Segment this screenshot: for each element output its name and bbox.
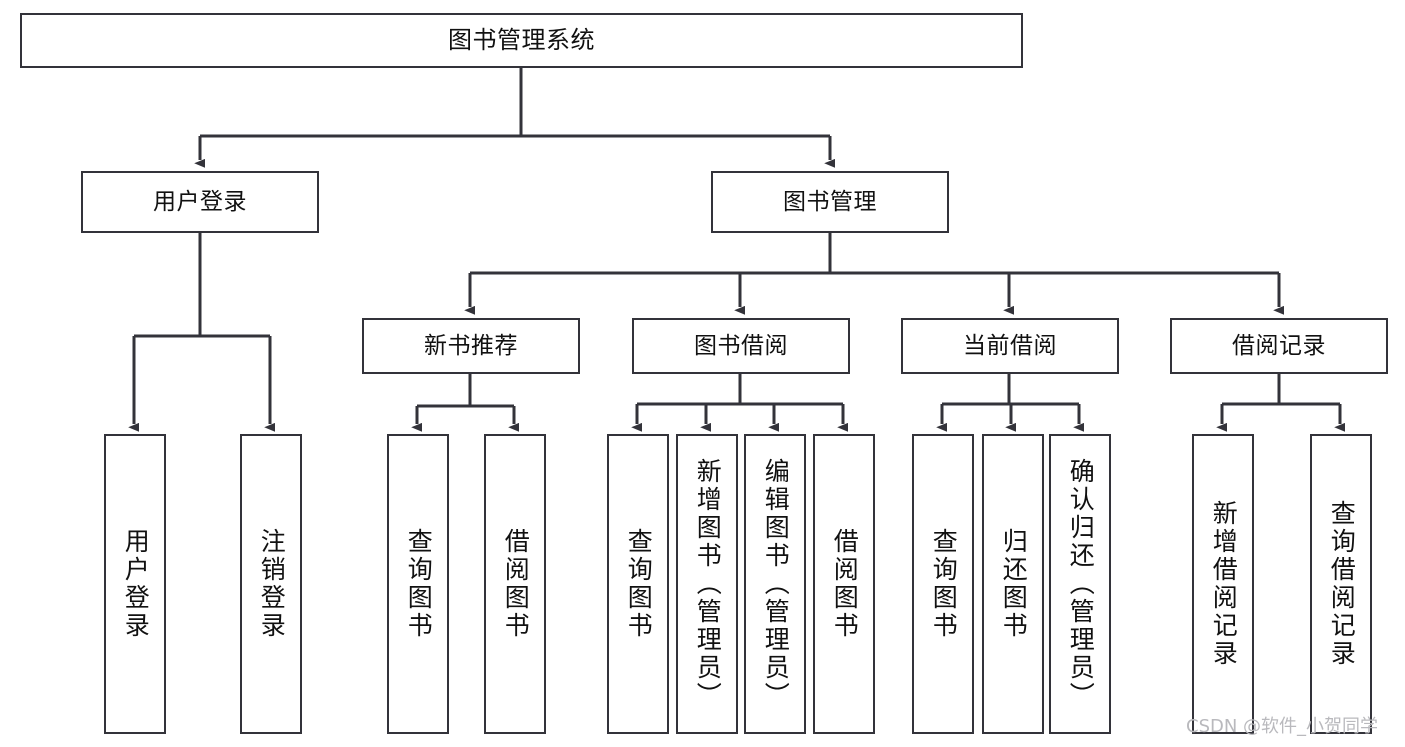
node-book-manage[interactable]: 图书管理 (711, 171, 949, 233)
node-leaf-add-record-label: 新增借阅记录 (1209, 500, 1239, 668)
node-leaf-add-book-label: 新增图书（管理员） (693, 458, 723, 710)
node-user-login-label: 用户登录 (153, 188, 247, 215)
node-leaf-query-book-3[interactable]: 查询图书 (912, 434, 974, 734)
node-leaf-confirm-return[interactable]: 确认归还（管理员） (1049, 434, 1111, 734)
node-leaf-query-book-3-label: 查询图书 (929, 528, 959, 640)
node-leaf-query-book-1-label: 查询图书 (404, 528, 434, 640)
node-current-borrow[interactable]: 当前借阅 (901, 318, 1119, 374)
node-new-book-rec-label: 新书推荐 (424, 332, 518, 359)
node-leaf-query-book-1[interactable]: 查询图书 (387, 434, 449, 734)
node-leaf-user-login-label: 用户登录 (121, 528, 151, 640)
node-leaf-query-book-2-label: 查询图书 (624, 528, 654, 640)
node-leaf-confirm-return-label: 确认归还（管理员） (1066, 458, 1096, 710)
node-leaf-return-book-label: 归还图书 (999, 528, 1029, 640)
node-leaf-add-record[interactable]: 新增借阅记录 (1192, 434, 1254, 734)
node-leaf-return-book[interactable]: 归还图书 (982, 434, 1044, 734)
node-book-borrow-label: 图书借阅 (694, 332, 788, 359)
node-leaf-query-record-label: 查询借阅记录 (1327, 500, 1357, 668)
node-leaf-user-logout-label: 注销登录 (257, 528, 287, 640)
node-leaf-borrow-book-2[interactable]: 借阅图书 (813, 434, 875, 734)
node-current-borrow-label: 当前借阅 (963, 332, 1057, 359)
node-root[interactable]: 图书管理系统 (20, 13, 1023, 68)
node-leaf-query-book-2[interactable]: 查询图书 (607, 434, 669, 734)
node-root-label: 图书管理系统 (448, 25, 595, 54)
node-leaf-borrow-book-1-label: 借阅图书 (501, 528, 531, 640)
node-borrow-record-label: 借阅记录 (1232, 332, 1326, 359)
node-borrow-record[interactable]: 借阅记录 (1170, 318, 1388, 374)
node-leaf-edit-book-label: 编辑图书（管理员） (761, 458, 791, 710)
csdn-watermark: CSDN @软件_小贺同学 (1186, 716, 1379, 737)
node-leaf-edit-book[interactable]: 编辑图书（管理员） (744, 434, 806, 734)
node-leaf-add-book[interactable]: 新增图书（管理员） (676, 434, 738, 734)
node-book-manage-label: 图书管理 (783, 188, 877, 215)
node-leaf-query-record[interactable]: 查询借阅记录 (1310, 434, 1372, 734)
node-leaf-borrow-book-1[interactable]: 借阅图书 (484, 434, 546, 734)
node-leaf-borrow-book-2-label: 借阅图书 (830, 528, 860, 640)
node-book-borrow[interactable]: 图书借阅 (632, 318, 850, 374)
node-leaf-user-logout[interactable]: 注销登录 (240, 434, 302, 734)
node-leaf-user-login[interactable]: 用户登录 (104, 434, 166, 734)
node-new-book-rec[interactable]: 新书推荐 (362, 318, 580, 374)
node-user-login[interactable]: 用户登录 (81, 171, 319, 233)
